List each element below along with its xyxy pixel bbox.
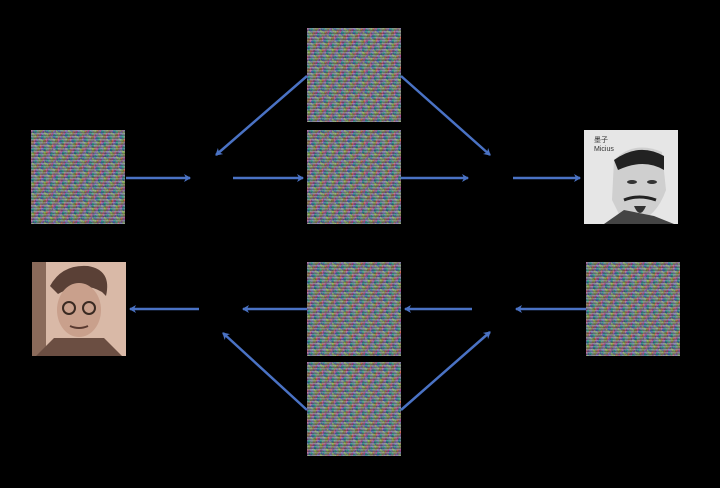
arrow bbox=[215, 75, 308, 156]
top-noise-image-1 bbox=[307, 28, 401, 122]
top-noise-image-2 bbox=[307, 130, 401, 224]
bottom-noise-image-2 bbox=[307, 362, 401, 456]
schrodinger-portrait bbox=[32, 262, 126, 356]
micius-face-icon bbox=[604, 147, 674, 224]
input-noise-image-top-left bbox=[31, 130, 125, 224]
micius-caption-cn: 墨子 bbox=[594, 137, 608, 144]
input-noise-image-bottom-right bbox=[586, 262, 680, 356]
arrow bbox=[400, 75, 491, 156]
arrow bbox=[222, 332, 308, 411]
schrodinger-face-icon bbox=[32, 262, 122, 356]
micius-portrait: 墨子 Micius bbox=[584, 130, 678, 224]
micius-caption-en: Micius bbox=[594, 146, 614, 153]
bottom-noise-image-1 bbox=[307, 262, 401, 356]
arrow bbox=[400, 331, 491, 411]
